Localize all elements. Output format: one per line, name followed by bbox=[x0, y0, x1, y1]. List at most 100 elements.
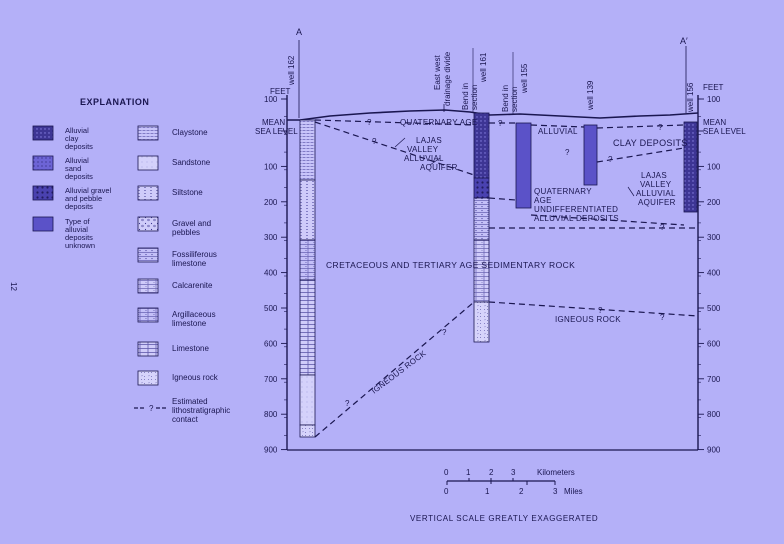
svg-text:?: ? bbox=[367, 118, 372, 127]
svg-text:?: ? bbox=[345, 399, 350, 408]
cretaceous-label: CRETACEOUS AND TERTIARY AGE SEDIMENTARY … bbox=[326, 260, 575, 270]
divide-label-2: drainage divide bbox=[443, 51, 452, 106]
sea-level-label-left: MEAN bbox=[262, 118, 285, 127]
legend-label-fossil: limestone bbox=[172, 259, 207, 268]
axis-tick-label-left: 200 bbox=[264, 198, 278, 207]
legend-label-sandstone: Sandstone bbox=[172, 158, 211, 167]
axis-tick-label-left: 300 bbox=[264, 233, 278, 242]
km-tick-3: 3 bbox=[511, 468, 516, 477]
legend-swatch-limestone bbox=[137, 341, 159, 357]
axis-tick-label-left: 900 bbox=[264, 446, 278, 455]
km-label: Kilometers bbox=[537, 468, 575, 477]
legend-label-argill: Argillaceous bbox=[172, 310, 216, 319]
legend-label-unknown: unknown bbox=[65, 241, 95, 250]
igneous-left-label: IGNEOUS ROCK bbox=[370, 349, 428, 396]
section-label-left: A bbox=[296, 27, 302, 37]
well-162-column bbox=[299, 119, 316, 438]
section-label-right: A′ bbox=[680, 36, 688, 46]
axis-tick-label-left: 100 bbox=[264, 95, 278, 104]
well-155-column bbox=[515, 122, 532, 209]
legend-contact-symbol: ? bbox=[149, 404, 154, 413]
sea-level-label-left: SEA LEVEL bbox=[255, 127, 298, 136]
axis-tick-label-left: 700 bbox=[264, 375, 278, 384]
axis-tick-label-right: 800 bbox=[707, 410, 721, 419]
axis-tick-label-left: 800 bbox=[264, 410, 278, 419]
svg-text:?: ? bbox=[660, 313, 665, 322]
legend-swatch-pebbles bbox=[137, 216, 159, 232]
legend-swatch-argill bbox=[137, 307, 159, 323]
legend-label-sand: Alluvial bbox=[65, 156, 89, 165]
legend-swatch-clay bbox=[32, 125, 54, 141]
well-156-column bbox=[683, 121, 698, 213]
legend-label-gravel: and pebble bbox=[65, 194, 102, 203]
well-139-column bbox=[583, 124, 598, 186]
axis-tick-label-left: 100 bbox=[264, 162, 278, 171]
legend-label-gravel: Alluvial gravel bbox=[65, 186, 112, 195]
legend-swatch-siltstone bbox=[137, 185, 159, 201]
svg-text:?: ? bbox=[608, 155, 613, 164]
lajas-right-3: ALLUVIAL bbox=[636, 189, 676, 198]
legend-label-unknown: Type of bbox=[65, 217, 91, 226]
svg-text:?: ? bbox=[498, 119, 503, 128]
axis-tick-label-right: 700 bbox=[707, 375, 721, 384]
legend-label-clay: deposits bbox=[65, 142, 93, 151]
legend-label-unknown: alluvial bbox=[65, 225, 88, 234]
svg-text:?: ? bbox=[442, 328, 447, 337]
legend-label-fossil: Fossiliferous bbox=[172, 250, 217, 259]
axis-tick-label-right: 300 bbox=[707, 233, 721, 242]
bend2-label-2: section bbox=[510, 87, 519, 112]
mi-tick-3: 3 bbox=[553, 487, 558, 496]
mi-tick-2: 2 bbox=[519, 487, 524, 496]
km-tick-0: 0 bbox=[444, 468, 449, 477]
legend-label-sand: sand bbox=[65, 164, 81, 173]
page-number: 12 bbox=[9, 282, 18, 291]
alluvial-label: ALLUVIAL bbox=[538, 127, 578, 136]
contact-question-marks: ? ? ? ? ? ? ? ? ? ? ? bbox=[345, 118, 665, 408]
legend-label-claystone: Claystone bbox=[172, 128, 208, 137]
vertical-scale-note: VERTICAL SCALE GREATLY EXAGGERATED bbox=[410, 514, 598, 523]
sea-level-label-right: SEA LEVEL bbox=[703, 127, 746, 136]
legend-contact-label: Estimated bbox=[172, 397, 208, 406]
divide-label-1: East west bbox=[433, 55, 442, 90]
legend: AlluvialclaydepositsAlluvialsanddeposits… bbox=[32, 125, 230, 424]
legend-label-clay: clay bbox=[65, 134, 79, 143]
axis-tick-label-right: 100 bbox=[707, 162, 721, 171]
contact-lines bbox=[314, 119, 699, 438]
axis-unit-right: FEET bbox=[703, 83, 724, 92]
legend-label-siltstone: Siltstone bbox=[172, 188, 203, 197]
igneous-right-label: IGNEOUS ROCK bbox=[555, 315, 621, 324]
legend-swatch-gravel bbox=[32, 185, 54, 201]
legend-contact-label: contact bbox=[172, 415, 199, 424]
land-surface-line bbox=[287, 109, 699, 121]
well-label-155: well 155 bbox=[520, 63, 529, 94]
svg-text:?: ? bbox=[372, 137, 377, 146]
legend-swatch-sand bbox=[32, 155, 54, 171]
svg-text:?: ? bbox=[565, 148, 570, 157]
legend-swatch-igneous bbox=[137, 370, 159, 386]
km-tick-1: 1 bbox=[466, 468, 471, 477]
svg-text:?: ? bbox=[598, 306, 603, 315]
legend-swatch-fossil bbox=[137, 247, 159, 263]
lajas-left-3: ALLUVIAL bbox=[404, 154, 444, 163]
scale-bar: 0 1 2 3 Kilometers 0 1 2 3 Miles bbox=[444, 468, 583, 496]
lajas-right-4: AQUIFER bbox=[638, 198, 676, 207]
axis-tick-label-left: 500 bbox=[264, 304, 278, 313]
mi-tick-0: 0 bbox=[444, 487, 449, 496]
axis-tick-label-right: 100 bbox=[707, 95, 721, 104]
axis-tick-label-right: 400 bbox=[707, 269, 721, 278]
svg-text:?: ? bbox=[658, 123, 663, 132]
lajas-left-1: LAJAS bbox=[416, 136, 442, 145]
axis-tick-label-left: 400 bbox=[264, 269, 278, 278]
sea-level-label-right: MEAN bbox=[703, 118, 726, 127]
well-label-156: well 156 bbox=[686, 82, 695, 113]
legend-contact-label: lithostratigraphic bbox=[172, 406, 230, 415]
lajas-right-1: LAJAS bbox=[641, 171, 667, 180]
axis-tick-label-right: 900 bbox=[707, 446, 721, 455]
axis-tick-label-right: 500 bbox=[707, 304, 721, 313]
bend1-label-1: Bend in bbox=[461, 83, 470, 110]
axis-tick-label-right: 600 bbox=[707, 339, 721, 348]
quat-undiff-4: ALLUVIAL DEPOSITS bbox=[534, 214, 619, 223]
